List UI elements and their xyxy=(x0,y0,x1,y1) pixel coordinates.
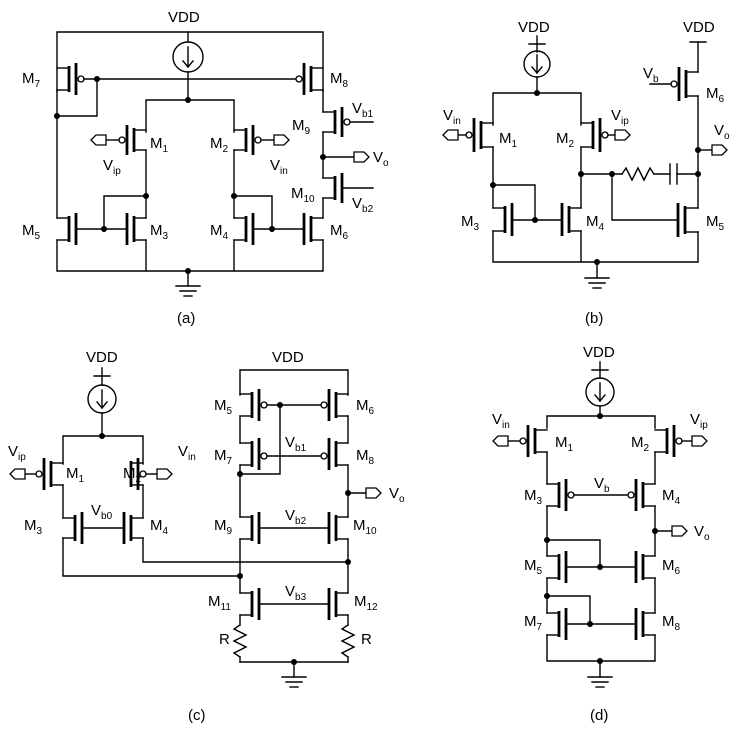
panel-b: VDD Vin M1 Vip M2 M3 xyxy=(442,19,730,327)
panel-c: VDD Vip M1 Vin M2 M3 xyxy=(8,349,405,724)
ground-icon xyxy=(587,676,613,688)
transistor-label-m1: M1 xyxy=(555,434,574,454)
input-pin-icon xyxy=(90,134,107,146)
caption-c: (c) xyxy=(188,707,206,724)
vb0-label: Vb0 xyxy=(91,502,113,522)
caption-b: (b) xyxy=(585,310,603,327)
transistor-label-m4: M4 xyxy=(210,222,229,242)
output-pin-icon xyxy=(711,144,728,156)
ground-icon xyxy=(584,277,610,289)
transistor-label-m1: M1 xyxy=(150,135,169,155)
transistor-label-m9: M9 xyxy=(214,517,233,537)
input-pin-icon xyxy=(273,134,290,146)
resistor-icon xyxy=(232,624,248,658)
transistor-label-m10: M10 xyxy=(291,185,315,205)
transistor-label-m8: M8 xyxy=(356,447,375,467)
transistor-label-m4: M4 xyxy=(662,487,681,507)
transistor-label-m3: M3 xyxy=(24,517,43,537)
transistor-label-m5: M5 xyxy=(22,222,41,242)
transistor-label-m4: M4 xyxy=(150,517,169,537)
vdd-label: VDD xyxy=(683,19,715,36)
input-pin-icon xyxy=(614,129,631,141)
transistor-label-m3: M3 xyxy=(150,222,169,242)
input-pin-icon xyxy=(156,468,173,480)
vdd-label: VDD xyxy=(86,349,118,366)
vdd-label: VDD xyxy=(272,349,304,366)
transistor-label-m5: M5 xyxy=(524,557,543,577)
vip-label: Vip xyxy=(611,107,629,127)
transistor-label-m10: M10 xyxy=(353,517,377,537)
transistor-label-m2: M2 xyxy=(556,130,575,150)
transistor-label-m2: M2 xyxy=(210,135,229,155)
resistor-icon xyxy=(621,166,655,182)
vdd-label: VDD xyxy=(518,19,550,36)
vo-label: Vo xyxy=(389,485,405,505)
transistor-label-m8: M8 xyxy=(330,70,349,90)
output-pin-icon xyxy=(365,487,382,499)
transistor-label-m8: M8 xyxy=(662,613,681,633)
caption-d: (d) xyxy=(590,707,608,724)
vip-label: Vip xyxy=(8,443,26,463)
vb1-label: Vb1 xyxy=(352,100,374,120)
resistor-label-right: R xyxy=(361,631,372,648)
input-pin-icon xyxy=(9,468,26,480)
vo-label: Vo xyxy=(714,122,730,142)
transistor-label-m1: M1 xyxy=(66,465,85,485)
vin-label: Vin xyxy=(492,411,510,431)
transistor-label-m6: M6 xyxy=(356,397,375,417)
transistor-label-m1: M1 xyxy=(499,130,518,150)
transistor-label-m3: M3 xyxy=(524,487,543,507)
vin-label: Vin xyxy=(443,107,461,127)
transistor-label-m4: M4 xyxy=(586,213,605,233)
panel-d: VDD Vin M1 Vip M2 M3 xyxy=(492,344,710,724)
output-pin-icon xyxy=(671,525,688,537)
transistor-label-m12: M12 xyxy=(354,593,378,613)
vdd-label: VDD xyxy=(583,344,615,361)
panel-a: VDD M7 M8 M9 Vb1 xyxy=(22,9,389,327)
caption-a: (a) xyxy=(177,310,195,327)
resistor-label-left: R xyxy=(219,631,230,648)
output-pin-icon xyxy=(353,151,370,163)
transistor-label-m6: M6 xyxy=(662,557,681,577)
transistor-label-m5: M5 xyxy=(214,397,233,417)
vb3-label: Vb3 xyxy=(285,583,307,603)
vip-label: Vip xyxy=(103,157,121,177)
vdd-label: VDD xyxy=(168,9,200,26)
vin-label: Vin xyxy=(178,443,196,463)
input-pin-icon xyxy=(442,129,459,141)
transistor-label-m3: M3 xyxy=(461,213,480,233)
ground-icon xyxy=(281,676,307,688)
transistor-label-m6: M6 xyxy=(330,222,349,242)
vb1-label: Vb1 xyxy=(285,434,307,454)
input-pin-icon xyxy=(691,435,708,447)
vo-label: Vo xyxy=(373,149,389,169)
transistor-label-m7: M7 xyxy=(214,447,233,467)
vb-label: Vb xyxy=(643,65,659,85)
input-pin-icon xyxy=(492,435,509,447)
transistor-label-m2: M2 xyxy=(631,434,650,454)
vb2-label: Vb2 xyxy=(285,507,307,527)
transistor-label-m6: M6 xyxy=(706,85,725,105)
vb-label: Vb xyxy=(594,475,610,495)
transistor-label-m7: M7 xyxy=(22,70,41,90)
transistor-label-m11: M11 xyxy=(208,593,231,613)
resistor-icon xyxy=(340,624,356,658)
vo-label: Vo xyxy=(694,523,710,543)
transistor-label-m7: M7 xyxy=(524,613,543,633)
vin-label: Vin xyxy=(270,157,288,177)
vip-label: Vip xyxy=(690,411,708,431)
transistor-label-m9: M9 xyxy=(292,117,311,137)
ground-icon xyxy=(175,285,201,297)
transistor-label-m5: M5 xyxy=(706,213,725,233)
vb2-label: Vb2 xyxy=(352,195,374,215)
